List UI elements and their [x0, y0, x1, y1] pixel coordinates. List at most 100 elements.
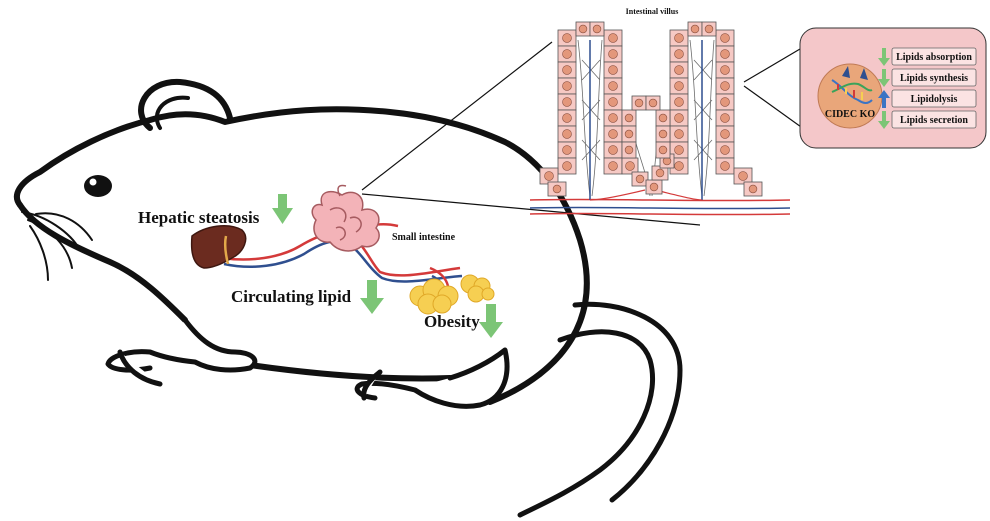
cell-nucleus	[608, 81, 618, 91]
cell-nucleus	[748, 184, 758, 194]
cell-nucleus	[562, 49, 572, 59]
villus-left	[577, 39, 603, 200]
mouse-hind-leg	[354, 347, 510, 409]
cell-nucleus	[608, 33, 618, 43]
mouse-whiskers	[21, 211, 93, 281]
mouse-eye	[84, 175, 112, 197]
cell-nucleus	[720, 113, 730, 123]
cell-nucleus	[720, 129, 730, 139]
cell-nucleus	[658, 129, 668, 139]
villus-base	[529, 198, 791, 216]
cell-nucleus	[608, 113, 618, 123]
villus-right	[689, 39, 715, 200]
cell-nucleus	[674, 49, 684, 59]
cell-nucleus	[592, 24, 602, 34]
mouse-outline	[13, 106, 683, 518]
effect-label: Lipids synthesis	[900, 73, 968, 84]
effect-row: Lipids synthesis	[878, 68, 977, 87]
cell-nucleus	[578, 24, 588, 34]
cell-nucleus	[544, 171, 554, 181]
effect-label: Lipidolysis	[911, 94, 958, 105]
cell-nucleus	[720, 161, 730, 171]
small-intestine	[311, 184, 380, 252]
zoom-lines	[361, 35, 823, 226]
cell-nucleus	[608, 49, 618, 59]
fat-tissue	[409, 274, 495, 315]
cell-nucleus	[562, 65, 572, 75]
scissors-icon	[842, 66, 868, 80]
cell-nucleus	[649, 182, 659, 192]
cell-nucleus	[608, 65, 618, 75]
arrow-down-icon	[360, 280, 384, 314]
effect-box	[891, 110, 977, 129]
cell-nucleus	[634, 98, 644, 108]
cell-nucleus	[552, 184, 562, 194]
cidec-ko-panel: CIDEC KO	[799, 27, 987, 149]
cell-nucleus	[648, 98, 658, 108]
cell-nucleus	[720, 33, 730, 43]
cell-nucleus	[720, 145, 730, 155]
cell-nucleus	[562, 161, 572, 171]
effect-box	[891, 89, 977, 108]
arrow-down-icon	[272, 194, 293, 224]
effect-row: Lipids secretion	[878, 110, 977, 129]
cell-nucleus	[562, 33, 572, 43]
cell-nucleus	[674, 81, 684, 91]
cell-nucleus	[658, 113, 668, 123]
cell-nucleus	[624, 129, 634, 139]
cell-nucleus	[635, 174, 645, 184]
villus-epithelium	[539, 21, 763, 197]
cell-nucleus	[674, 113, 684, 123]
arrow-down-icon	[878, 69, 890, 87]
cell-nucleus	[704, 24, 714, 34]
cell-nucleus	[625, 161, 635, 171]
dna-icon	[831, 79, 873, 104]
arrow-down-icon	[878, 111, 890, 129]
label-small-intestine: Small intestine	[392, 232, 456, 243]
cell-nucleus	[674, 65, 684, 75]
cell-nucleus	[562, 145, 572, 155]
cell-nucleus	[608, 129, 618, 139]
cell-nucleus	[655, 168, 665, 178]
effect-box	[891, 68, 977, 87]
label-obesity: Obesity	[424, 312, 480, 331]
cell-nucleus	[562, 129, 572, 139]
effect-row: Lipids absorption	[878, 47, 977, 66]
cell-nucleus	[658, 145, 668, 155]
cell-nucleus	[674, 161, 684, 171]
mouse-front-leg	[105, 317, 258, 387]
cell-nucleus	[720, 49, 730, 59]
cell-nucleus	[562, 97, 572, 107]
cell-nucleus	[720, 81, 730, 91]
cell-nucleus	[608, 161, 618, 171]
cell-nucleus	[608, 145, 618, 155]
effect-box	[891, 47, 977, 66]
cell-nucleus	[674, 33, 684, 43]
effect-label: Lipids absorption	[896, 52, 972, 63]
cell-nucleus	[674, 129, 684, 139]
label-hepatic-steatosis: Hepatic steatosis	[138, 208, 260, 227]
mouse-ear	[138, 78, 233, 131]
effect-row: Lipidolysis	[878, 89, 977, 108]
cidec-ko-label: CIDEC KO	[825, 109, 876, 120]
cell-nucleus	[738, 171, 748, 181]
arrow-down-icon	[479, 304, 503, 338]
cell-nucleus	[720, 97, 730, 107]
cell-nucleus	[608, 97, 618, 107]
cell-nucleus	[562, 81, 572, 91]
liver	[190, 224, 247, 269]
cell-nucleus	[674, 97, 684, 107]
label-circulating-lipid: Circulating lipid	[231, 287, 352, 306]
arrow-up-icon	[878, 90, 890, 108]
cell-nucleus	[720, 65, 730, 75]
effect-label: Lipids secretion	[900, 115, 968, 126]
cell-nucleus	[624, 113, 634, 123]
cell-nucleus	[624, 145, 634, 155]
cell-nucleus	[690, 24, 700, 34]
arrow-down-icon	[878, 48, 890, 66]
cell-nucleus	[562, 113, 572, 123]
cell-nucleus	[674, 145, 684, 155]
label-intestinal-villus: Intestinal villus	[626, 7, 679, 16]
